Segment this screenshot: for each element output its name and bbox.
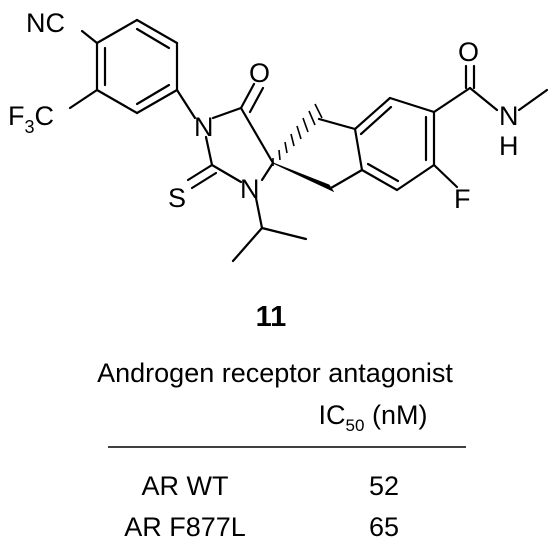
ring-a-bond <box>135 88 179 115</box>
ring-b-inner-bond <box>366 162 400 183</box>
thione-bond <box>186 163 214 182</box>
amide-n-label: N <box>499 101 519 131</box>
ring-a-bond <box>135 18 179 45</box>
hydantoin-bond <box>210 163 243 184</box>
stereo-wedge-bond <box>272 162 335 193</box>
amide-methyl-bond <box>517 88 549 112</box>
thione-bond <box>190 171 218 190</box>
compound-label: 11 <box>256 301 287 333</box>
indane-bond <box>317 117 357 131</box>
nitrile-bond <box>80 29 99 45</box>
amide-h-label: H <box>499 131 519 161</box>
nitrile-label: NC <box>26 8 65 38</box>
table-row-target: AR WT <box>142 471 229 501</box>
ring-b-bond <box>360 168 399 192</box>
ring-a-bond <box>95 88 139 115</box>
carbonyl-o-label: O <box>249 58 270 88</box>
fluoro-label: F <box>454 184 471 214</box>
aryl-n-bond <box>175 88 197 120</box>
hydantoin-bond <box>211 106 243 120</box>
thione-s-label: S <box>168 183 186 213</box>
amide-bond <box>432 86 472 114</box>
stereo-hash-bond <box>272 103 323 166</box>
fluoro-bond <box>432 163 459 189</box>
ring-a-inner-bond <box>135 27 171 50</box>
indane-bond <box>353 127 364 172</box>
amide-o-label: O <box>458 37 479 67</box>
ring-b-inner-bond <box>359 105 393 136</box>
ring-b-bond <box>353 96 392 131</box>
table-row-target: AR F877L <box>124 512 246 542</box>
isopropyl-bond <box>260 226 308 241</box>
table-title: Androgen receptor antagonist <box>97 358 453 388</box>
carbonyl-bond <box>248 86 265 114</box>
hydantoin-bond <box>204 135 214 167</box>
ring-b-bond <box>395 163 436 192</box>
hydantoin-bond <box>239 106 275 165</box>
table-row-value: 52 <box>369 471 399 501</box>
cf3-label: F3C <box>8 101 54 137</box>
ring-a-inner-bond <box>135 83 171 106</box>
cf3-bond <box>68 88 99 110</box>
hydantoin-bond <box>260 161 275 182</box>
carbonyl-bond <box>239 82 256 110</box>
table-row-value: 65 <box>369 512 399 542</box>
ring-n-upper-label: N <box>194 112 214 142</box>
ic50-header: IC50 (nM) <box>319 400 428 435</box>
ring-n-lower-label: N <box>240 174 260 204</box>
isopropyl-bond <box>231 226 264 263</box>
isopropyl-bond <box>254 196 264 230</box>
amide-bond <box>468 86 499 112</box>
ring-a-bond <box>95 18 139 45</box>
molecule-structure <box>68 18 549 263</box>
ring-b-bond <box>388 96 436 114</box>
indane-bond <box>329 168 364 190</box>
